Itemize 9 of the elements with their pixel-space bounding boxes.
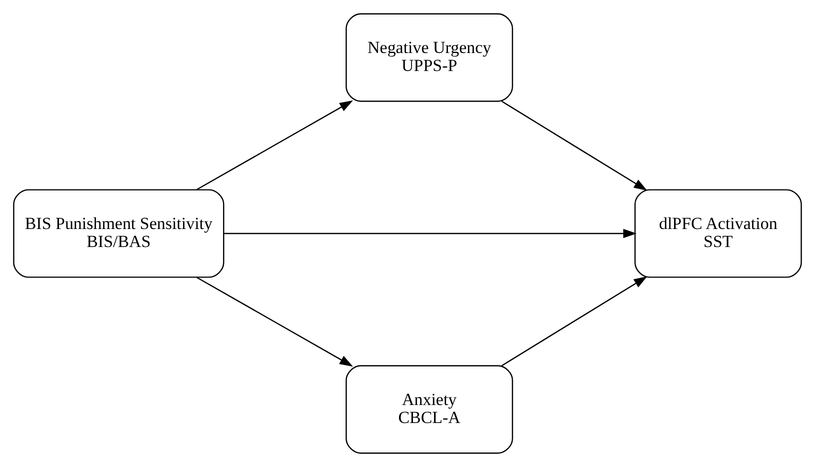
arrow (501, 100, 648, 190)
node-box: Anxiety CBCL-A (346, 364, 514, 454)
arrow (196, 276, 353, 366)
node-box: Negative Urgency UPPS-P (346, 12, 514, 102)
arrow (196, 100, 353, 190)
node-box: BIS Punishment Sensitivity BIS/BAS (13, 188, 224, 278)
arrow (501, 276, 648, 366)
arrow (224, 228, 637, 238)
node-box: dlPFC Activation SST (634, 188, 802, 278)
